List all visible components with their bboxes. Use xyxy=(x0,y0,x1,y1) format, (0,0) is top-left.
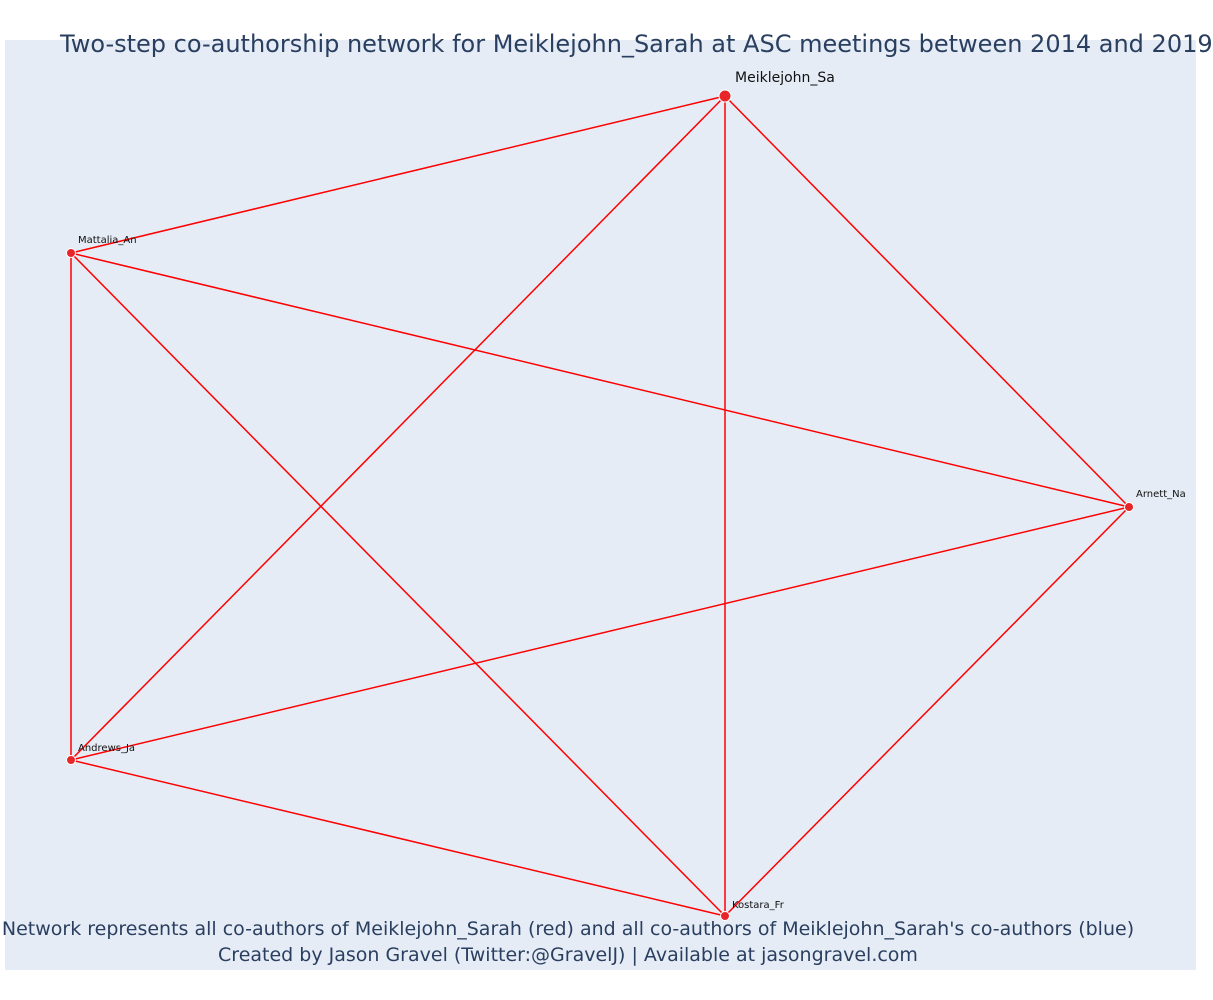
labels-layer: Meiklejohn_SaMattalia_AnArnett_NaAndrews… xyxy=(78,70,1186,911)
plot-area xyxy=(5,40,1196,970)
edges-layer xyxy=(70,95,1130,917)
edge-arnett-andrews xyxy=(70,506,1130,761)
node-label-arnett: Arnett_Na xyxy=(1136,489,1186,500)
caption-description: Network represents all co-authors of Mei… xyxy=(1,918,1135,940)
edge-meiklejohn-andrews xyxy=(70,95,726,761)
node-label-kostara: Kostara_Fr xyxy=(732,900,785,911)
edge-andrews-kostara xyxy=(70,759,726,917)
node-meiklejohn[interactable] xyxy=(718,89,732,103)
edge-mattalia-kostara xyxy=(70,252,726,917)
edge-mattalia-arnett xyxy=(70,252,1130,508)
caption-credit: Created by Jason Gravel (Twitter:@Gravel… xyxy=(218,944,918,966)
node-arnett[interactable] xyxy=(1124,502,1134,512)
chart-title: Two-step co-authorship network for Meikl… xyxy=(60,30,1213,58)
edge-meiklejohn-mattalia xyxy=(70,95,726,254)
edge-arnett-kostara xyxy=(724,506,1130,917)
node-label-meiklejohn: Meiklejohn_Sa xyxy=(735,70,835,86)
edge-meiklejohn-arnett xyxy=(724,95,1130,508)
node-mattalia[interactable] xyxy=(66,248,76,258)
node-label-mattalia: Mattalia_An xyxy=(78,235,137,246)
nodes-layer xyxy=(66,89,1134,921)
node-kostara[interactable] xyxy=(720,911,730,921)
node-andrews[interactable] xyxy=(66,755,76,765)
node-label-andrews: Andrews_Ja xyxy=(78,743,135,754)
